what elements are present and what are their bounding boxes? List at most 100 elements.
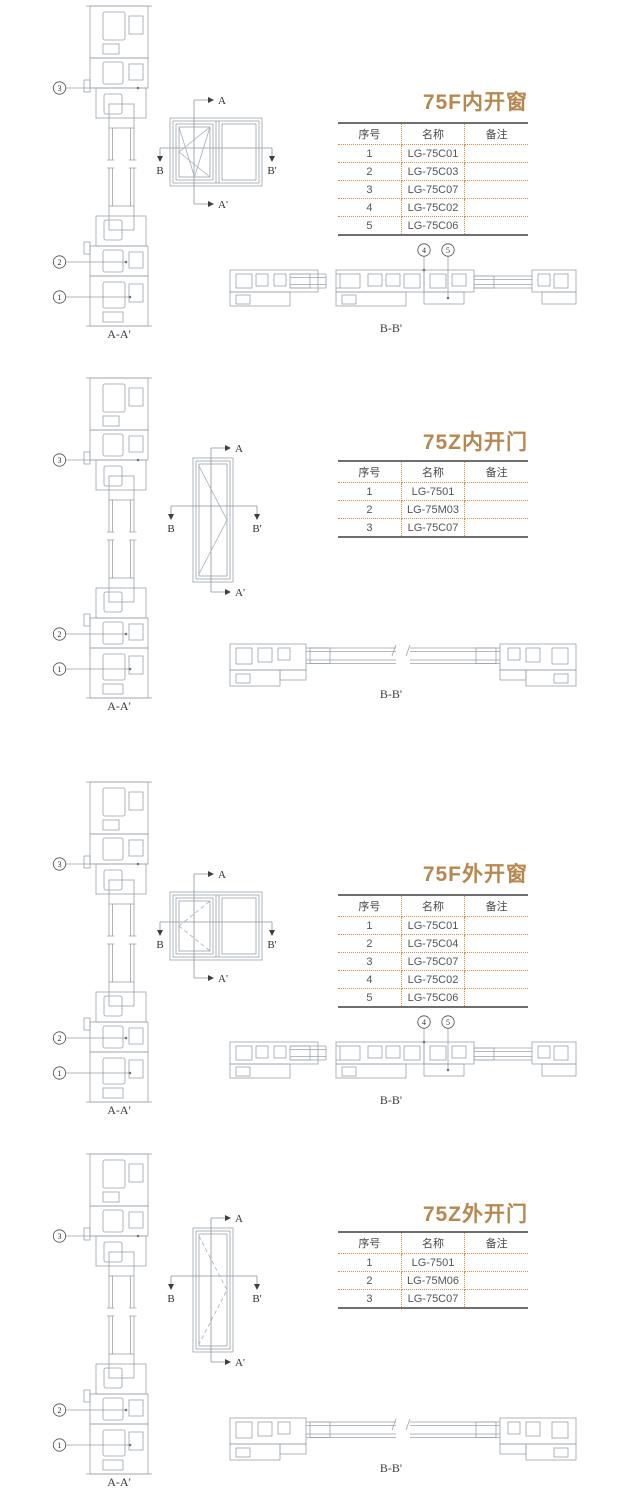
vertical-section-label: A-A': [107, 327, 131, 341]
svg-text:3: 3: [58, 84, 62, 93]
table-header-cell: 备注: [464, 123, 528, 145]
axis-label-b-prime: B': [252, 1293, 261, 1305]
callout-1: 1: [52, 662, 67, 676]
callout-2: 2: [52, 1031, 67, 1045]
row-number-cell: 2: [338, 1271, 402, 1290]
table-header-cell: 序号: [338, 461, 402, 483]
window-elevation-diagram: A A' B B': [156, 95, 276, 211]
callout-5: 5: [441, 243, 455, 257]
callout-4: 4: [417, 243, 431, 257]
remark-cell: [464, 144, 528, 163]
part-name-cell: LG-75C02: [401, 198, 466, 217]
remark-cell: [464, 162, 528, 181]
row-number-cell: 2: [338, 500, 402, 519]
remark-cell: [465, 1290, 528, 1309]
vertical-section-label: A-A': [107, 1475, 131, 1489]
svg-text:5: 5: [446, 246, 450, 255]
vertical-section-label: A-A': [107, 1103, 131, 1117]
remark-cell: [465, 519, 528, 538]
callout-2: 2: [52, 1403, 67, 1417]
axis-label-a-prime: A': [235, 587, 245, 599]
svg-text:1: 1: [58, 293, 62, 302]
table-header-cell: 备注: [464, 461, 528, 483]
table-header-row: 序号名称备注: [338, 895, 528, 917]
svg-text:5: 5: [446, 1018, 450, 1027]
callout-1: 1: [52, 1438, 67, 1452]
table-header-row: 序号名称备注: [338, 461, 528, 483]
vertical-section-drawing: 3 2 1 A-A': [52, 377, 153, 713]
part-name-cell: LG-75C07: [401, 1289, 466, 1308]
remark-cell: [464, 482, 528, 501]
table-header-row: 序号名称备注: [338, 1232, 528, 1254]
part-name-cell: LG-75M06: [401, 1271, 466, 1290]
svg-text:3: 3: [58, 456, 62, 465]
horizontal-section-drawing: B-B': [229, 1417, 577, 1475]
svg-text:3: 3: [58, 1232, 62, 1241]
part-name-cell: LG-75M03: [401, 500, 466, 519]
svg-text:4: 4: [422, 1018, 426, 1027]
callout-5: 5: [441, 1015, 455, 1029]
axis-label-a: A: [235, 1213, 243, 1225]
row-number-cell: 5: [338, 988, 402, 1007]
table-header-cell: 序号: [338, 1232, 402, 1254]
horizontal-section-label: B-B': [380, 1093, 402, 1107]
horizontal-section-drawing: B-B': [229, 643, 577, 701]
row-number-cell: 4: [338, 198, 402, 217]
part-name-cell: LG-75C02: [401, 970, 466, 989]
row-number-cell: 3: [338, 180, 402, 199]
row-number-cell: 2: [338, 934, 402, 953]
row-number-cell: 1: [338, 916, 402, 935]
section-title: 75F内开窗: [422, 91, 528, 114]
row-number-cell: 5: [338, 216, 402, 235]
remark-cell: [465, 989, 528, 1008]
part-name-cell: LG-75C06: [401, 988, 466, 1007]
remark-cell: [465, 217, 528, 236]
part-name-cell: LG-75C01: [401, 916, 466, 935]
svg-text:3: 3: [58, 860, 62, 869]
row-number-cell: 1: [338, 144, 402, 163]
axis-label-b: B: [167, 1293, 174, 1305]
remark-cell: [464, 952, 528, 971]
axis-label-a-prime: A': [218, 199, 228, 211]
horizontal-section-label: B-B': [380, 687, 402, 701]
table-header-cell: 名称: [401, 895, 466, 917]
remark-cell: [464, 500, 528, 519]
axis-label-b: B: [156, 939, 163, 951]
svg-text:2: 2: [58, 1406, 62, 1415]
door-elevation-diagram: A A' B B': [167, 443, 261, 599]
callout-2: 2: [52, 627, 67, 641]
section-title: 75Z内开门: [422, 431, 528, 454]
axis-label-a: A: [218, 869, 226, 881]
axis-label-a-prime: A': [235, 1357, 245, 1369]
callout-1: 1: [52, 1066, 67, 1080]
table-header-cell: 序号: [338, 123, 402, 145]
remark-cell: [464, 1253, 528, 1272]
window-elevation-diagram: A A' B B': [156, 869, 276, 985]
vertical-section-drawing: 3 2 1 A-A': [52, 5, 153, 341]
axis-label-b-prime: B': [252, 523, 261, 535]
row-number-cell: 3: [338, 1289, 402, 1308]
part-name-cell: LG-7501: [401, 1253, 466, 1272]
table-header-cell: 备注: [464, 895, 528, 917]
row-number-cell: 3: [338, 518, 402, 537]
callout-3: 3: [52, 857, 67, 871]
svg-text:1: 1: [58, 1069, 62, 1078]
row-number-cell: 3: [338, 952, 402, 971]
row-number-cell: 1: [338, 482, 402, 501]
